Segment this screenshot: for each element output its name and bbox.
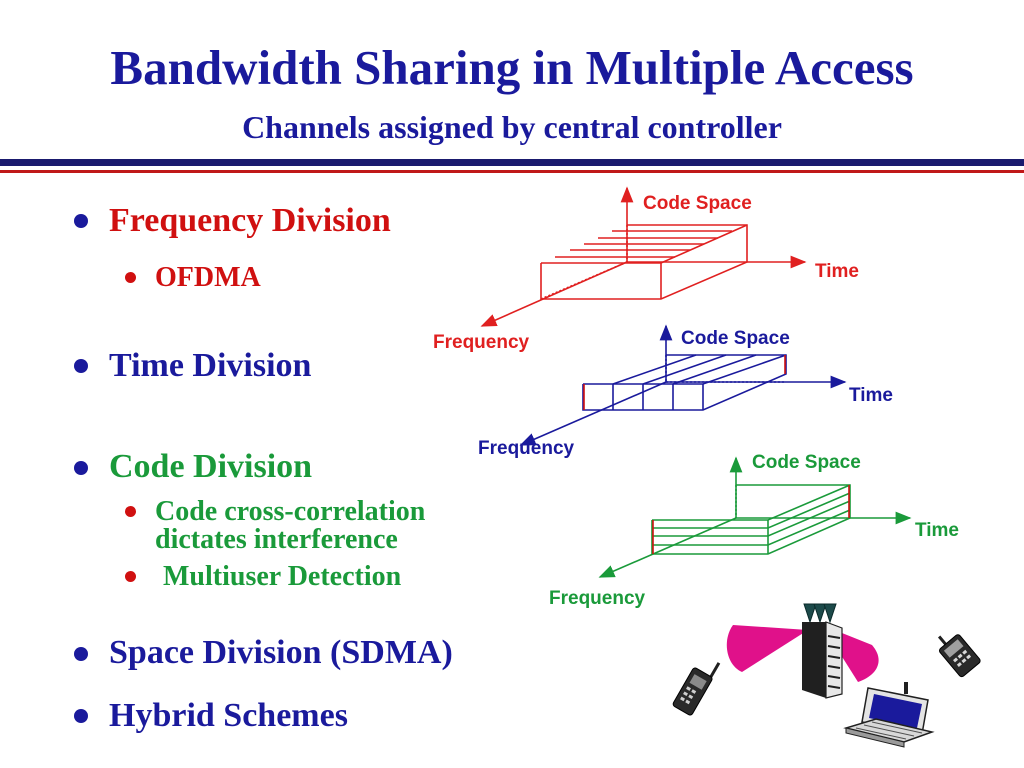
bullet-dot — [125, 571, 136, 582]
bullet-dot — [74, 461, 88, 475]
bullet-frequency-division: Frequency Division — [109, 202, 391, 239]
label-frequency: Frequency — [433, 332, 530, 353]
label-frequency: Frequency — [478, 438, 575, 459]
layer-line — [652, 492, 851, 529]
time-division-diagram — [519, 324, 847, 446]
axis-frequency — [598, 517, 737, 578]
box-front-edges-red — [652, 485, 850, 554]
antenna-icon — [803, 603, 837, 624]
label-code-space: Code Space — [752, 452, 861, 473]
bullet-dot — [125, 272, 136, 283]
axis-frequency — [480, 261, 628, 327]
bullet-dictates-interference: dictates interference — [155, 524, 398, 555]
bullet-ofdma: OFDMA — [155, 262, 261, 293]
laptop-icon — [843, 682, 935, 748]
slot-line — [642, 354, 727, 385]
bullet-hybrid-schemes: Hybrid Schemes — [109, 697, 348, 734]
divider-red — [0, 170, 1024, 173]
bullet-time-division: Time Division — [109, 347, 312, 384]
label-code-space: Code Space — [643, 193, 752, 214]
bullet-multiuser-detection: Multiuser Detection — [163, 561, 402, 592]
box-outline — [651, 484, 851, 555]
page-subtitle: Channels assigned by central controller — [242, 109, 782, 145]
slot-line — [672, 354, 757, 385]
divider-navy — [0, 159, 1024, 166]
bullet-space-division: Space Division (SDMA) — [109, 634, 453, 671]
layer-line — [652, 509, 851, 546]
box-outline — [540, 224, 748, 300]
label-frequency: Frequency — [549, 588, 646, 609]
bullet-dot — [74, 214, 88, 228]
sdma-illustration — [672, 603, 981, 748]
code-division-diagram — [598, 456, 912, 578]
flip-phone-icon — [937, 634, 981, 678]
bullet-dot — [74, 709, 88, 723]
frequency-division-diagram — [480, 186, 807, 327]
box-top-front — [652, 484, 851, 521]
bullet-code-cross-correlation: Code cross-correlation — [155, 496, 426, 527]
axis-frequency — [519, 381, 667, 446]
bullet-dot — [74, 359, 88, 373]
box-outline — [582, 354, 787, 411]
label-time: Time — [849, 385, 893, 406]
box-front-edges-red — [583, 355, 786, 410]
label-code-space: Code Space — [681, 328, 790, 349]
slot-line — [612, 354, 697, 385]
label-time: Time — [915, 520, 959, 541]
bullet-code-division: Code Division — [109, 448, 313, 485]
bullet-dot — [74, 647, 88, 661]
page-title: Bandwidth Sharing in Multiple Access — [110, 40, 914, 95]
radio-handset-icon — [672, 662, 721, 716]
cell-tower-icon — [802, 621, 843, 699]
bullet-dot — [125, 506, 136, 517]
layer-line — [652, 500, 851, 537]
label-time: Time — [815, 261, 859, 282]
beam-left — [726, 625, 808, 672]
